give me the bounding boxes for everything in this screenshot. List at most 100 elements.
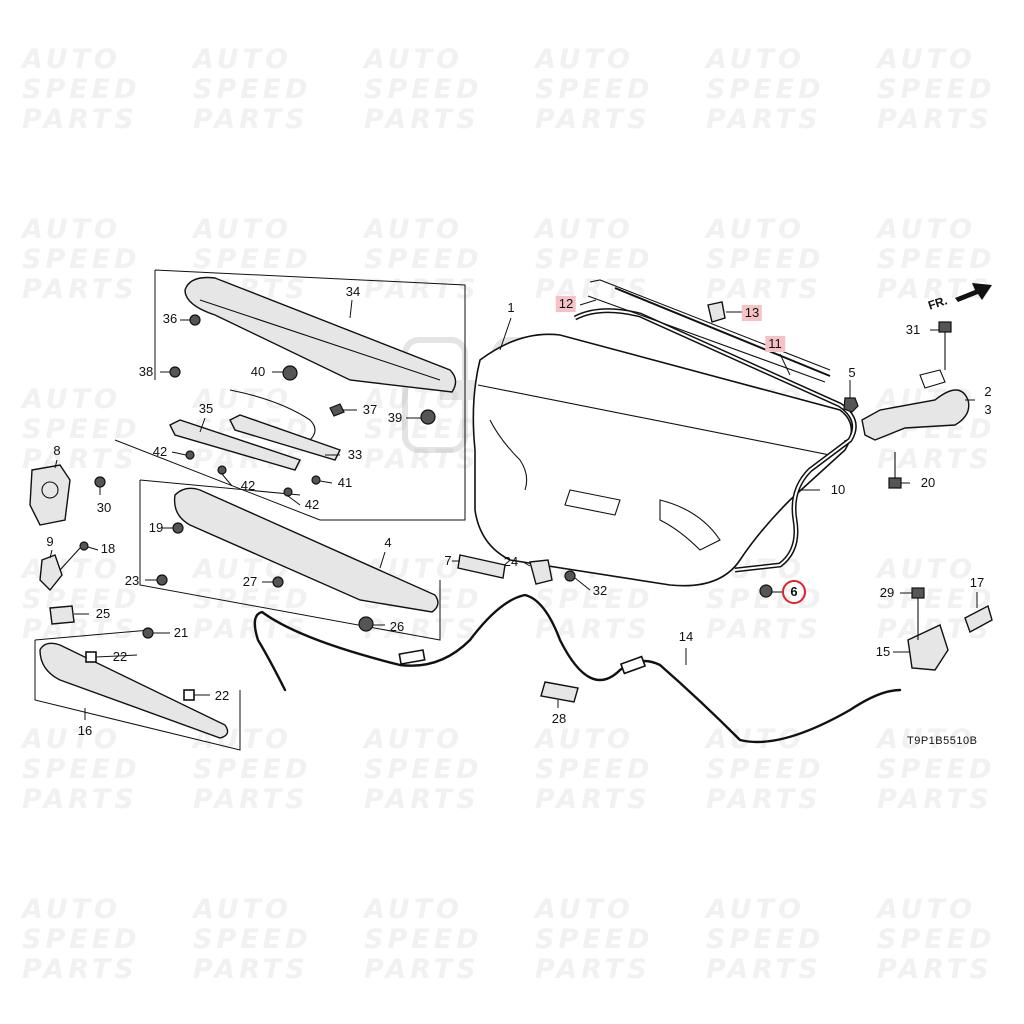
callout-c39: 39 [387, 410, 403, 425]
part-13-clip [707, 301, 726, 323]
watermark-line: PARTS [706, 784, 822, 815]
watermark-line: PARTS [535, 104, 651, 135]
callout-c24: 24 [503, 554, 519, 569]
watermark-line: AUTO [706, 44, 805, 75]
callout-c14: 14 [678, 629, 694, 644]
callout-c38: 38 [138, 364, 154, 379]
watermark-line: SPEED [535, 584, 654, 615]
watermark-line: SPEED [193, 924, 312, 955]
callout-c33: 33 [347, 447, 363, 462]
callout-c12: 12 [555, 296, 577, 312]
watermark-line: PARTS [535, 274, 651, 305]
callout-c16: 16 [77, 723, 93, 738]
part-37-clip [329, 403, 345, 417]
watermark-line: SPEED [535, 244, 654, 275]
watermark-line: AUTO [706, 724, 805, 755]
watermark-line: AUTO [22, 384, 121, 415]
part-22-clip-a [85, 651, 97, 663]
watermark-line: SPEED [877, 924, 996, 955]
watermark-line: SPEED [364, 244, 483, 275]
part-38-clip [169, 366, 181, 378]
watermark-line: SPEED [22, 244, 141, 275]
watermark-line: AUTO [877, 214, 976, 245]
watermark-line: AUTO [877, 894, 976, 925]
part-18-bolt [79, 541, 89, 551]
watermark-line: AUTO [22, 894, 121, 925]
part-39-nut [420, 409, 436, 425]
callout-c26: 26 [389, 619, 405, 634]
callout-c28: 28 [551, 711, 567, 726]
part-20-bolt [888, 477, 902, 489]
watermark-line: SPEED [22, 584, 141, 615]
watermark-line: PARTS [364, 444, 480, 475]
watermark-line: AUTO [877, 44, 976, 75]
watermark-line: PARTS [22, 104, 138, 135]
watermark-line: SPEED [364, 924, 483, 955]
watermark-line: AUTO [706, 214, 805, 245]
watermark-line: SPEED [22, 924, 141, 955]
part-6-grommet [759, 584, 773, 598]
watermark-line: SPEED [364, 754, 483, 785]
callout-c20: 20 [920, 475, 936, 490]
part-12-seal [587, 279, 831, 383]
watermark-line: SPEED [193, 244, 312, 275]
watermark-line: SPEED [706, 244, 825, 275]
watermark-line: PARTS [706, 614, 822, 645]
diagram-code: T9P1B5510B [907, 735, 978, 747]
watermark-line: PARTS [877, 444, 993, 475]
callout-c19: 19 [148, 520, 164, 535]
callout-c30: 30 [96, 500, 112, 515]
part-31-bolt [938, 321, 952, 333]
callout-c34: 34 [345, 284, 361, 299]
callout-c35: 35 [198, 401, 214, 416]
part-26-nut [358, 616, 374, 632]
part-24-switch [529, 559, 553, 585]
part-28-pad [540, 681, 579, 703]
watermark-line: SPEED [877, 754, 996, 785]
cable-clip-a [398, 649, 426, 665]
front-direction-arrow [955, 283, 992, 302]
watermark-line: AUTO [364, 894, 463, 925]
watermark-line: SPEED [706, 754, 825, 785]
watermark-line: SPEED [364, 74, 483, 105]
callout-c4: 4 [384, 535, 392, 550]
watermark-line: PARTS [364, 954, 480, 985]
part-7-garnish [457, 554, 506, 579]
callout-c22a: 22 [112, 649, 128, 664]
callout-c32: 32 [592, 583, 608, 598]
callout-c8: 8 [53, 443, 61, 458]
watermark-line: PARTS [535, 614, 651, 645]
callout-c7: 7 [444, 553, 452, 568]
part-14-cable [253, 593, 902, 744]
callout-c25: 25 [95, 606, 111, 621]
watermark-line: SPEED [706, 924, 825, 955]
watermark-line: PARTS [193, 784, 309, 815]
watermark-line: SPEED [877, 584, 996, 615]
watermark-line: AUTO [535, 894, 634, 925]
watermark-line: PARTS [193, 104, 309, 135]
callout-c40: 40 [250, 364, 266, 379]
watermark-line: PARTS [877, 274, 993, 305]
callout-c41: 41 [337, 475, 353, 490]
part-32-bolt [564, 570, 576, 582]
part-16-lower-garnish [39, 642, 229, 739]
watermark-line: PARTS [706, 104, 822, 135]
watermark-line: SPEED [535, 924, 654, 955]
watermark-line: AUTO [535, 44, 634, 75]
callout-c1: 1 [507, 300, 515, 315]
